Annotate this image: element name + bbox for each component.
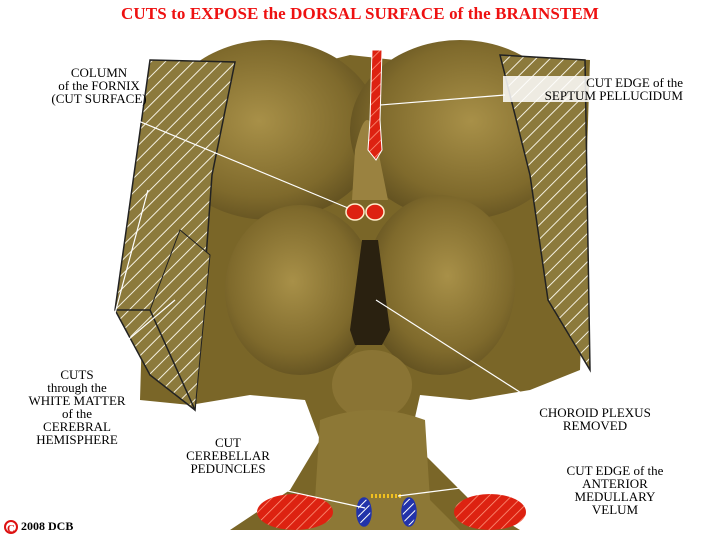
label-fornix: COLUMN of the FORNIX (CUT SURFACE): [51, 65, 147, 106]
septum: [352, 120, 388, 200]
fornix-left: [345, 203, 365, 221]
peduncle-left-red: [257, 494, 333, 530]
copyright-symbol: C: [4, 520, 18, 535]
pineal-region: [332, 350, 412, 420]
fornix-right: [365, 203, 385, 221]
peduncle-left-blue: [356, 497, 372, 527]
peduncle-right-red: [454, 494, 526, 530]
septum-cut-edge: [367, 49, 383, 161]
left-cut-edge: [115, 309, 196, 411]
label-medullary-velum: CUT EDGE of the ANTERIOR MEDULLARY VELUM: [566, 463, 664, 517]
label-choroid-plexus: CHOROID PLEXUS REMOVED: [539, 405, 651, 433]
copyright-text: 2008 DCB: [21, 519, 74, 533]
figure-title: CUTS to EXPOSE the DORSAL SURFACE of the…: [121, 4, 599, 23]
brainstem: [290, 410, 460, 530]
label-cerebellar-peduncles: CUT CEREBELLAR PEDUNCLES: [186, 435, 270, 476]
right-thalamus: [365, 195, 515, 375]
peduncle-right-blue: [401, 497, 417, 527]
right-cut-surface: [499, 54, 591, 373]
third-ventricle: [350, 240, 390, 345]
label-cuts-white-matter: CUTS through the WHITE MATTER of the CER…: [28, 367, 126, 447]
leader-lines: [101, 94, 556, 509]
label-septum: CUT EDGE of the SEPTUM PELLUCIDUM: [503, 76, 683, 102]
left-thalamus: [225, 205, 375, 375]
